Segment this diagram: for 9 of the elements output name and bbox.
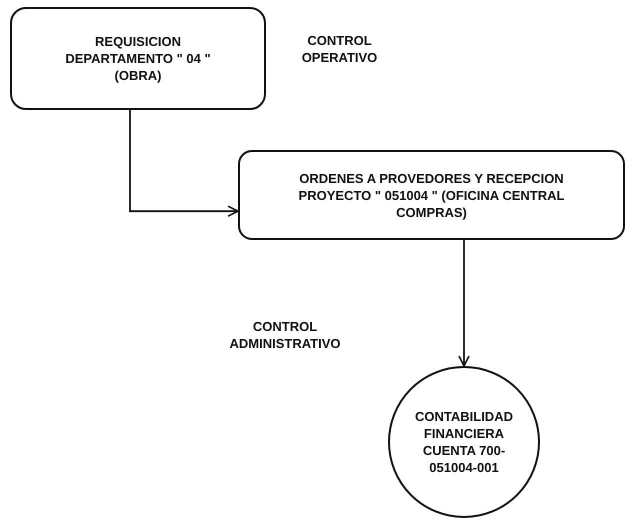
node-text: ORDENES A PROVEDORES Y RECEPCION PROYECTO " 051004 " (OFICINA CENTRAL COMPRAS) — [298, 170, 566, 220]
process-box — [238, 150, 625, 240]
node-text: REQUISICION DEPARTAMENTO " 04 " (OBRA) — [64, 33, 212, 84]
process-box — [10, 7, 266, 110]
arrow — [458, 240, 470, 367]
section-label: CONTROL ADMINISTRATIVO — [228, 318, 342, 352]
node-text: CONTABILIDAD FINANCIERA CUENTA 700-051004-001 — [414, 408, 514, 476]
section-label: CONTROL OPERATIVO — [300, 32, 378, 66]
arrow — [129, 110, 239, 217]
